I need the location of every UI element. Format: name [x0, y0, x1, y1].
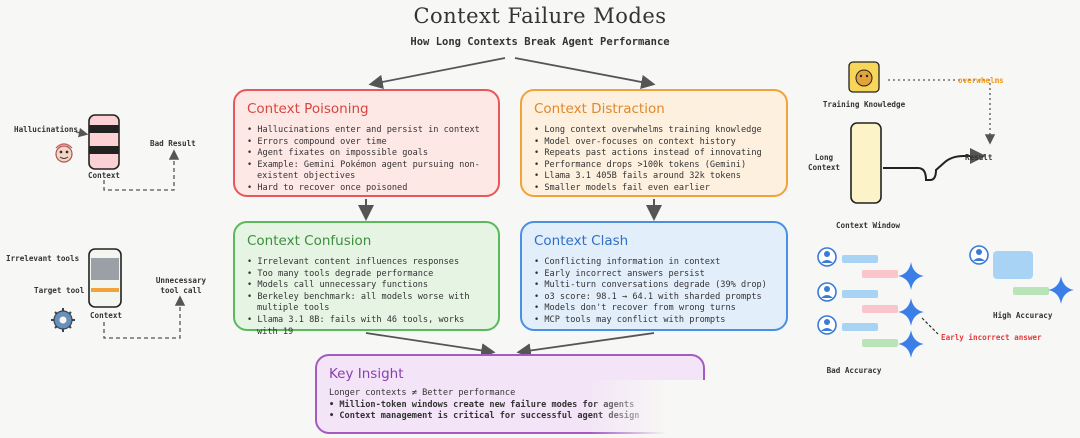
arrow-to-right-branch: [515, 58, 652, 84]
list-item: Early incorrect answers persist: [534, 269, 776, 281]
model-reply-bar-3: [862, 339, 898, 347]
high-accuracy-label: High Accuracy: [993, 311, 1052, 320]
poisoned-context-icon: [89, 115, 119, 169]
early-incorrect-answer-label: Early incorrect answer: [941, 333, 1042, 342]
target-tool-label: Target tool: [34, 286, 84, 295]
card-title: Context Distraction: [534, 101, 776, 117]
training-knowledge-label: Training Knowledge: [814, 100, 914, 109]
early-answer-dashed: [922, 318, 938, 334]
hallucinations-label: Hallucinations: [14, 125, 78, 134]
user-avatar-icon-3: [818, 316, 836, 334]
list-item: Long context overwhelms training knowled…: [534, 125, 776, 137]
bad-accuracy-label: Bad Accuracy: [814, 366, 894, 375]
tool-context-icon: [89, 249, 121, 307]
list-item: Smaller models fail even earlier: [534, 183, 776, 195]
sparkle-icon-3: [898, 330, 924, 358]
lion-icon: [849, 62, 879, 92]
model-reply-bar-1: [862, 270, 898, 278]
result-label: Result: [965, 153, 992, 162]
overwhelms-label: overwhelms: [958, 76, 1004, 85]
user-message-bar-2: [842, 290, 878, 298]
arrow-clash-to-insight: [520, 333, 654, 352]
card-context-confusion: Context Confusion Irrelevant content inf…: [233, 221, 500, 331]
list-item: Hallucinations enter and persist in cont…: [247, 125, 488, 137]
gear-icon: [51, 308, 75, 332]
user-avatar-icon-2: [818, 283, 836, 301]
unnecessary-tool-call-label: Unnecessary tool call: [150, 276, 212, 296]
user-avatar-icon-1: [818, 248, 836, 266]
list-item: Models don't recover from wrong turns: [534, 303, 776, 315]
high-accuracy-reply-bar: [1013, 287, 1049, 295]
sparkle-icon-1: [898, 262, 924, 290]
list-item: Berkeley benchmark: all models worse wit…: [247, 292, 488, 315]
list-item: Repeats past actions instead of innovati…: [534, 148, 776, 160]
list-item: Too many tools degrade performance: [247, 269, 488, 281]
list-item: o3 score: 98.1 → 64.1 with sharded promp…: [534, 292, 776, 304]
list-item: Performance drops >100k tokens (Gemini): [534, 160, 776, 172]
user-avatar-icon-4: [970, 246, 988, 264]
sparkle-icon-4: [1048, 276, 1074, 304]
user-message-bar-1: [842, 255, 878, 263]
training-to-result-dotted: [888, 80, 990, 142]
hallucination-face-icon: [56, 144, 72, 162]
card-context-poisoning: Context Poisoning Hallucinations enter a…: [233, 89, 500, 197]
list-item: Agent fixates on impossible goals: [247, 148, 488, 160]
model-reply-bar-2: [862, 305, 898, 313]
irrelevant-tools-label: Irrelevant tools: [6, 254, 79, 263]
context-window-label: Context Window: [818, 221, 918, 230]
list-item: Model over-focuses on context history: [534, 137, 776, 149]
list-item: Models call unnecessary functions: [247, 280, 488, 292]
list-item: Irrelevant content influences responses: [247, 257, 488, 269]
list-item: Errors compound over time: [247, 137, 488, 149]
context-label-2: Context: [84, 311, 128, 320]
fade-overlay: [590, 380, 730, 438]
card-title: Context Clash: [534, 233, 776, 249]
high-accuracy-box: [993, 251, 1033, 279]
sparkle-icon-2: [898, 298, 924, 326]
list-item: Example: Gemini Pokémon agent pursuing n…: [247, 160, 488, 183]
list-item: Llama 3.1 405B fails around 32k tokens: [534, 171, 776, 183]
bad-result-label: Bad Result: [150, 139, 196, 148]
list-item: Hard to recover once poisoned: [247, 183, 488, 195]
card-title: Context Confusion: [247, 233, 488, 249]
card-context-distraction: Context Distraction Long context overwhe…: [520, 89, 788, 197]
long-context-label: Long Context: [804, 153, 844, 173]
list-item: Llama 3.1 8B: fails with 46 tools, works…: [247, 315, 488, 338]
list-item: Multi-turn conversations degrade (39% dr…: [534, 280, 776, 292]
list-item: MCP tools may conflict with prompts: [534, 315, 776, 327]
user-message-bar-3: [842, 323, 878, 331]
card-title: Context Poisoning: [247, 101, 488, 117]
list-item: Conflicting information in context: [534, 257, 776, 269]
context-window-block: [851, 123, 881, 203]
arrow-to-left-branch: [372, 58, 505, 84]
context-label: Context: [84, 171, 124, 180]
card-context-clash: Context Clash Conflicting information in…: [520, 221, 788, 331]
